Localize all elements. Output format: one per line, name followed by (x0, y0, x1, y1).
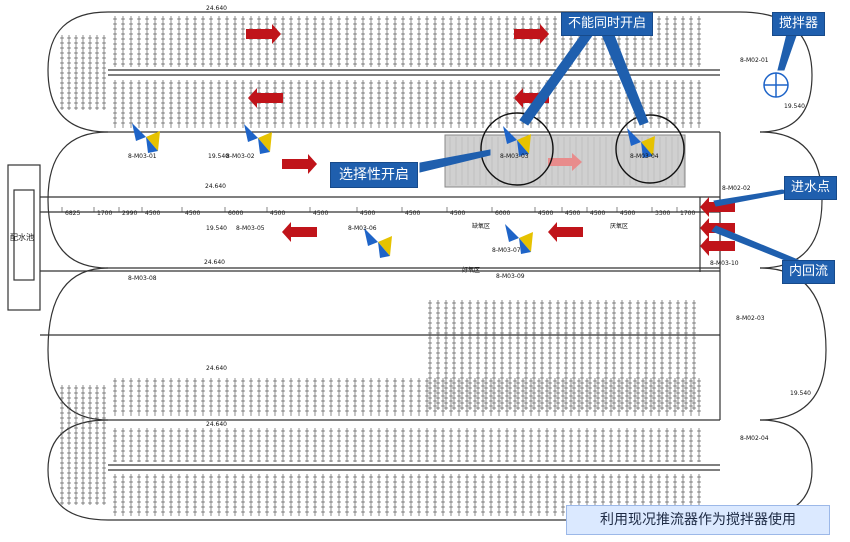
red-flow-arrow (700, 236, 735, 256)
drawing-label: 好氧区 (462, 266, 480, 274)
dimension-label: 4500 (620, 210, 635, 217)
mixer-circle-2 (615, 114, 685, 184)
drawing-label: 19.540 (790, 390, 811, 397)
dimension-label: 4500 (270, 210, 285, 217)
dimension-label: 6000 (228, 210, 243, 217)
dimension-label: 6000 (495, 210, 510, 217)
drawing-label: 8-M03-03 (500, 153, 529, 160)
callout-mixer: 搅拌器 (772, 12, 826, 36)
dimension-label: 2990 (122, 210, 137, 217)
dimension-label: 4500 (145, 210, 160, 217)
red-flow-arrow (246, 24, 281, 44)
drawing-label: 8-M03-09 (496, 273, 525, 280)
propeller-icon (503, 126, 531, 156)
drawing-label: 24.640 (206, 421, 227, 428)
tank-outline (7, 11, 827, 521)
drawing-label: 8-M03-06 (348, 225, 377, 232)
dimension-label: 4500 (360, 210, 375, 217)
callout-internal-reflux: 内回流 (782, 260, 836, 284)
propeller-icon (505, 224, 533, 254)
dimension-line: 6825 1700 2990 4500 4500 6000 4500 4500 4500 4500… (61, 207, 695, 217)
drawing-label: 8-M03-01 (128, 153, 157, 160)
drawing-label: 8-M02-02 (722, 185, 751, 192)
drawing-label: 8-M03-05 (236, 225, 265, 232)
dimension-label: 4500 (590, 210, 605, 217)
drawing-label: 24.640 (204, 259, 225, 266)
dimension-label: 4500 (565, 210, 580, 217)
callout-pointers (419, 29, 800, 263)
drawing-label: 19.540 (208, 153, 229, 160)
drawing-label: 19.540 (206, 225, 227, 232)
drawing-label: 8-M02-03 (736, 315, 765, 322)
drawing-label: 19.540 (784, 103, 805, 110)
red-flow-arrow (282, 222, 317, 242)
propeller-mixers (132, 123, 655, 258)
drawing-label: 8-M03-02 (226, 153, 255, 160)
drawing-label: 8-M02-04 (740, 435, 769, 442)
dimension-label: 4500 (450, 210, 465, 217)
propeller-icon (627, 128, 655, 158)
dimension-label: 4500 (538, 210, 553, 217)
red-flow-arrow (514, 24, 549, 44)
red-flow-arrow (248, 88, 283, 108)
dimension-label: 4500 (185, 210, 200, 217)
dimension-label: 4500 (405, 210, 420, 217)
drawing-label: 8-M03-08 (128, 275, 157, 282)
pink-flow-arrow (548, 153, 582, 171)
propeller-icon (132, 123, 160, 153)
dimension-label: 1700 (680, 210, 695, 217)
mixer-circle-1 (480, 112, 554, 186)
drawing-label: 缺氧区 (472, 222, 490, 230)
drawing-label: 厌氧区 (610, 222, 628, 230)
diffuser-grid (60, 16, 701, 516)
drawing-label: 24.640 (206, 365, 227, 372)
mixer-icon (763, 72, 789, 98)
drawing-label: 8-M03-10 (710, 260, 739, 267)
dimension-label: 4500 (313, 210, 328, 217)
dimension-label: 1700 (97, 210, 112, 217)
dimension-label: 3300 (655, 210, 670, 217)
drawing-label: 8-M02-01 (740, 57, 769, 64)
callout-selective-open: 选择性开启 (330, 162, 418, 188)
propeller-icon (364, 228, 392, 258)
dimension-label: 6825 (65, 210, 80, 217)
callout-water-inlet: 进水点 (784, 176, 838, 200)
red-flow-arrow (548, 222, 583, 242)
left-structure-label: 配水池 (10, 233, 34, 242)
drawing-label: 8-M03-04 (630, 153, 659, 160)
drawing-label: 8-M03-07 (492, 247, 521, 254)
bottom-note: 利用现况推流器作为搅拌器使用 (566, 505, 830, 535)
red-flow-arrow (282, 154, 317, 174)
propeller-icon (244, 124, 272, 154)
drawing-label: 24.640 (206, 5, 227, 12)
drawing-annotations: 24.640 19.540 24.640 24.640 19.540 24.640 24.6… (128, 5, 811, 442)
drawing-label: 24.640 (205, 183, 226, 190)
callout-cannot-open-simultaneously: 不能同时开启 (561, 12, 654, 36)
